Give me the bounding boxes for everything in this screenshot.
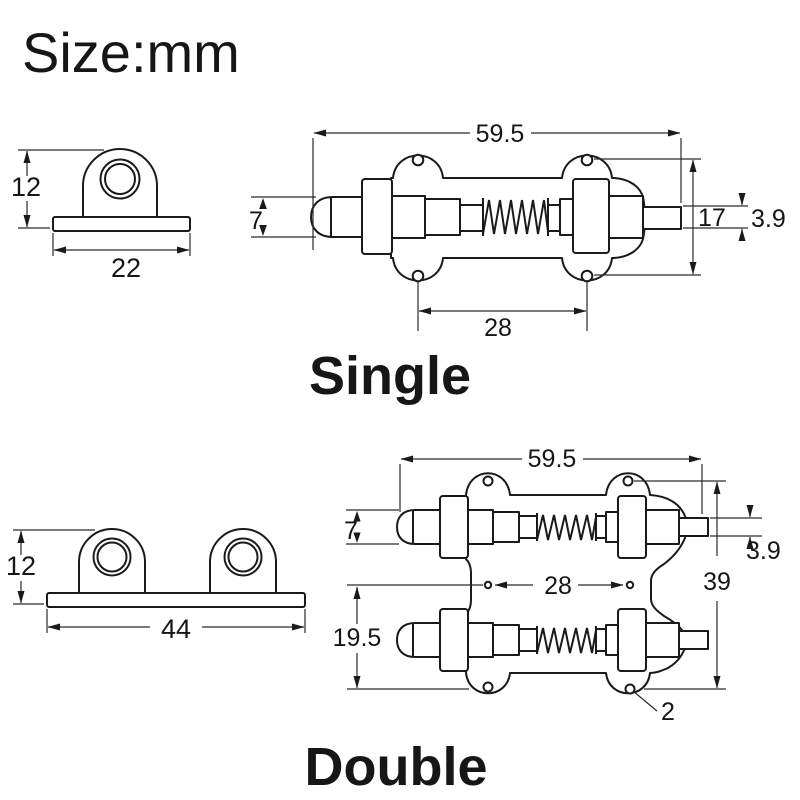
dim-bolt-diameter: 7 <box>344 509 399 545</box>
bolt-cylinder <box>391 195 426 239</box>
screw-hole <box>411 153 425 167</box>
dim-text-keeper-width: 44 <box>161 614 191 644</box>
spring-seat <box>595 515 607 539</box>
dim-text-bolt-diameter: 7 <box>344 517 358 545</box>
bolt-step <box>492 511 520 543</box>
screw-hole <box>625 580 635 590</box>
screw-hole <box>411 269 425 283</box>
dim-rod-diameter: 3.9 <box>710 505 781 565</box>
bolt-cylinder <box>467 622 494 658</box>
dim-text-bolt-diameter: 7 <box>249 207 263 235</box>
lower-bolt-assembly <box>396 608 709 672</box>
dim-hole-spacing: 28 <box>417 282 588 342</box>
guide-block-right <box>572 178 610 254</box>
bolt-cylinder <box>645 622 680 658</box>
guide-block-right <box>617 608 647 672</box>
dim-overall-length: 59.5 <box>312 120 682 250</box>
keeper-eye-inner <box>227 541 259 573</box>
pull-rod <box>678 630 709 650</box>
guide-block-left <box>361 178 393 255</box>
upper-bolt-assembly <box>396 495 709 559</box>
dim-text-rod-diameter: 3.9 <box>751 205 786 233</box>
bolt-cylinder <box>467 509 494 545</box>
dim-bolt-diameter: 7 <box>249 196 316 238</box>
latch-mount-plate <box>465 472 687 695</box>
double-latch-drawing: 59.5 7 3.9 39 28 <box>333 445 781 726</box>
dim-hole-span: 17 <box>594 158 726 276</box>
screw-hole <box>482 475 494 487</box>
spring <box>536 627 597 654</box>
dim-text-hole-diameter: 2 <box>661 698 675 726</box>
bolt-step <box>559 198 574 236</box>
double-keeper-drawing: 12 44 <box>6 528 306 644</box>
dim-text-keeper-height: 12 <box>6 551 36 581</box>
screw-hole <box>622 475 634 487</box>
dim-keeper-width: 22 <box>52 233 191 283</box>
dim-keeper-width: 44 <box>46 609 306 644</box>
pull-rod <box>678 517 709 537</box>
bolt-cylinder <box>645 509 680 545</box>
dim-text-hole-spacing: 28 <box>544 572 572 600</box>
bolt-tip <box>310 196 363 238</box>
spring-seat <box>547 204 561 232</box>
guide-block-right <box>617 495 647 559</box>
bolt-tip <box>396 509 441 545</box>
keeper-eye-inner <box>104 163 136 195</box>
dim-hole-diameter-leader: 2 <box>632 690 675 726</box>
pull-rod <box>642 206 682 230</box>
bolt-step <box>492 624 520 656</box>
screw-hole <box>482 681 494 693</box>
dim-row-spacing: 19.5 <box>333 584 483 690</box>
bolt-step <box>424 198 461 236</box>
dim-text-hole-row-span: 39 <box>703 568 731 596</box>
single-label: Single <box>309 346 471 406</box>
screw-hole <box>580 153 594 167</box>
spring-seat <box>518 628 538 652</box>
dim-text-overall-length: 59.5 <box>528 445 577 473</box>
screw-hole <box>624 683 636 695</box>
spring-seat <box>595 628 607 652</box>
dim-text-rod-diameter: 3.9 <box>746 537 781 565</box>
dim-hole-row-span: 39 <box>634 480 731 690</box>
guide-block-left <box>439 495 469 559</box>
dim-text-hole-spacing: 28 <box>484 314 512 342</box>
dim-keeper-height: 12 <box>6 529 95 605</box>
bolt-step <box>605 511 619 543</box>
dim-keeper-height: 12 <box>11 149 104 229</box>
keeper-eye-inner <box>96 541 128 573</box>
screw-hole <box>580 269 594 283</box>
spring <box>536 514 597 541</box>
keeper-base-plate <box>52 216 191 232</box>
guide-block-left <box>439 608 469 672</box>
spring-seat <box>518 515 538 539</box>
dim-text-overall-length: 59.5 <box>476 120 525 148</box>
dim-rod-diameter: 3.9 <box>683 193 786 241</box>
single-keeper-drawing: 12 22 <box>11 148 191 283</box>
double-label: Double <box>305 737 488 797</box>
dim-overall-length: 59.5 <box>399 445 703 514</box>
keeper-base-plate <box>46 592 306 608</box>
page-title: Size:mm <box>22 21 240 84</box>
dim-text-row-spacing: 19.5 <box>333 624 382 652</box>
screw-hole <box>483 580 493 590</box>
dim-hole-spacing: 28 <box>494 572 624 600</box>
dim-text-hole-span: 17 <box>698 204 726 232</box>
bolt-step <box>605 624 619 656</box>
bolt-tip <box>396 622 441 658</box>
dim-text-keeper-height: 12 <box>11 172 41 202</box>
spring-seat <box>459 204 484 232</box>
single-latch-drawing: 59.5 7 17 3.9 28 <box>249 120 786 342</box>
bolt-cylinder <box>608 195 644 239</box>
dim-text-keeper-width: 22 <box>111 253 141 283</box>
